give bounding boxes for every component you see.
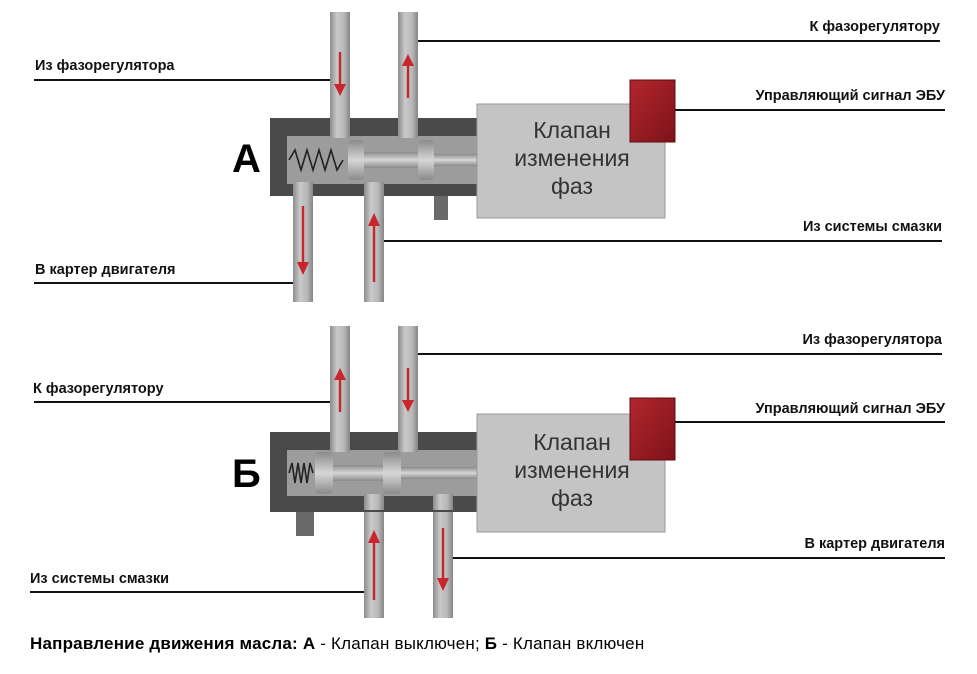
spool-rod (434, 154, 478, 166)
label-to-crankcase: В картер двигателя (35, 262, 176, 278)
label-from-phaser: Из фазорегулятора (35, 58, 175, 74)
spring (288, 462, 314, 484)
diagram-a: Клапан изменения фаз А Из фазорегулятора… (34, 12, 946, 302)
valve-label-line3: фаз (551, 173, 593, 199)
drain-stub (296, 512, 314, 536)
valve-label-line1: Клапан (533, 429, 611, 455)
spool-land-1 (315, 452, 333, 494)
valve-label-line2: изменения (514, 457, 630, 483)
spool-shaft (364, 152, 420, 168)
housing-port-bottom-2 (364, 182, 384, 198)
spring (288, 147, 344, 173)
flow-arrow-down (334, 52, 346, 96)
flow-arrow-up (368, 213, 380, 282)
flow-arrow-down (402, 368, 414, 412)
flow-arrow-down (297, 206, 309, 275)
caption-prefix: Направление движения масла: (30, 634, 303, 653)
caption-b-text: - Клапан включен (497, 634, 645, 653)
caption: Направление движения масла: А - Клапан в… (30, 634, 644, 654)
diagram-b: Клапан изменения фаз Б Из фазорегулятора… (30, 326, 946, 618)
housing-port-top-2 (398, 432, 418, 452)
spool-land-2 (383, 452, 401, 494)
flow-arrow-up (368, 530, 380, 600)
housing-port-bottom-1 (293, 182, 313, 198)
spool-land-1 (348, 140, 364, 180)
flow-arrow-down (437, 528, 449, 591)
label-ecu-signal: Управляющий сигнал ЭБУ (756, 401, 946, 417)
solenoid (629, 79, 676, 143)
flow-arrow-up (334, 368, 346, 412)
housing-port-top-1 (330, 432, 350, 452)
flow-arrow-up (402, 54, 414, 98)
valve-label-line3: фаз (551, 485, 593, 511)
housing-port-top-2 (398, 118, 418, 138)
spool-rod (401, 467, 478, 479)
housing-port-bottom-1 (364, 494, 384, 510)
housing-port-bottom-2 (433, 494, 453, 510)
label-from-lube: Из системы смазки (803, 219, 942, 235)
caption-b-letter: Б (484, 634, 498, 653)
spool-land-2 (418, 140, 434, 180)
label-from-phaser: Из фазорегулятора (803, 332, 943, 348)
housing-port-top-1 (330, 118, 350, 138)
diagram-letter: А (232, 137, 261, 181)
caption-a-text: - Клапан выключен; (315, 634, 485, 653)
solenoid (629, 397, 676, 461)
label-to-crankcase: В картер двигателя (804, 536, 945, 552)
label-to-phaser: К фазорегулятору (809, 19, 940, 35)
label-to-phaser: К фазорегулятору (33, 381, 164, 397)
spool-shaft (333, 465, 383, 481)
valve-label-line1: Клапан (533, 117, 611, 143)
caption-a-letter: А (302, 634, 316, 653)
valve-label-line2: изменения (514, 145, 630, 171)
label-ecu-signal: Управляющий сигнал ЭБУ (756, 88, 946, 104)
drain-stub (434, 196, 448, 220)
label-from-lube: Из системы смазки (30, 571, 169, 587)
diagram-letter: Б (232, 452, 261, 496)
